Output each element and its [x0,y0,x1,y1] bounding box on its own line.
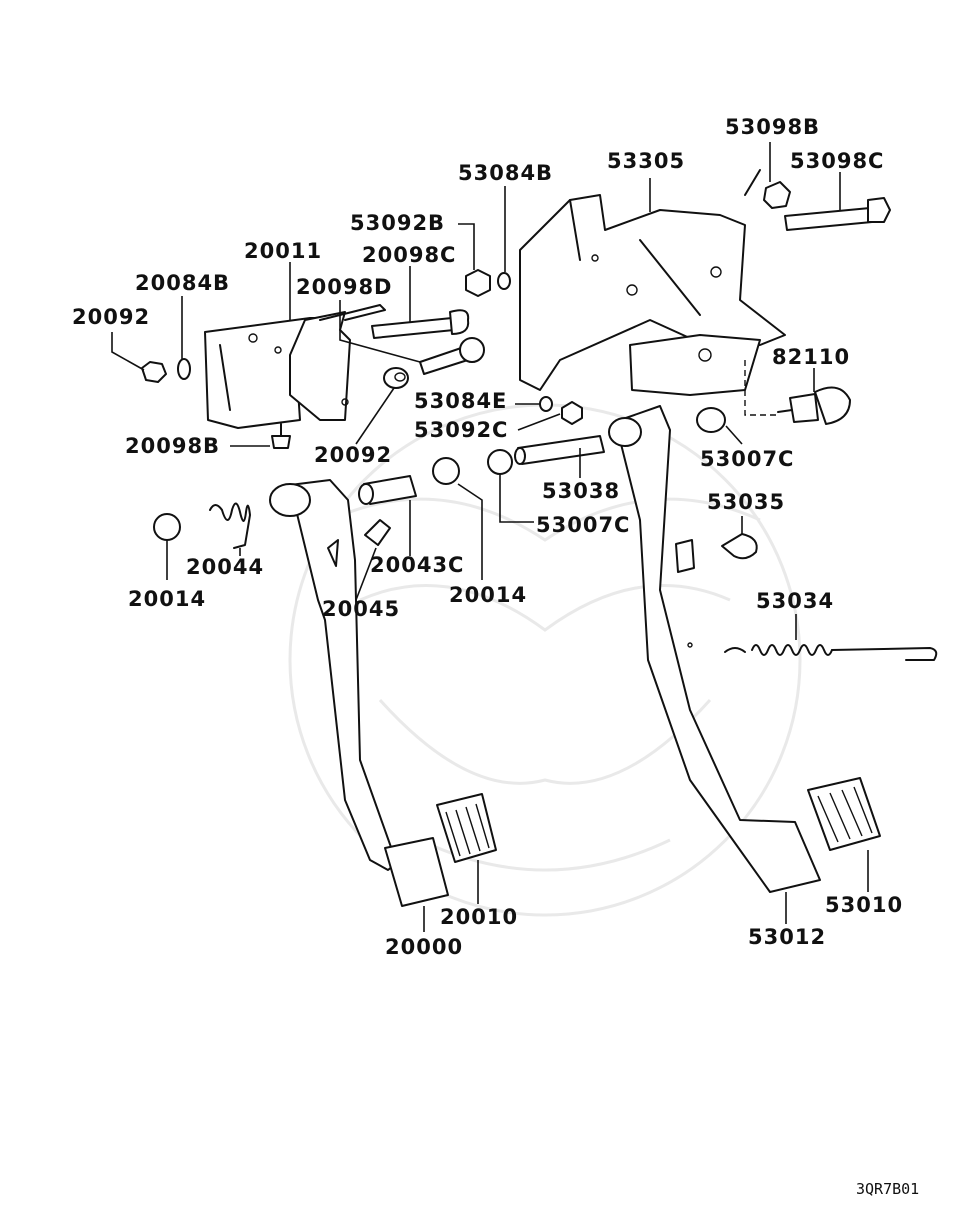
return-spring-53034 [724,644,938,661]
pin-20045 [364,519,391,546]
collar-20043C [358,475,417,505]
label-20098B: 20098B [125,434,220,458]
label-53038: 53038 [542,479,620,503]
label-20014-right: 20014 [449,583,527,607]
label-20043C: 20043C [370,553,464,577]
washer-20084B [177,358,191,380]
pedal-pad-20010 [436,793,497,863]
label-53012: 53012 [748,925,826,949]
bolt-20098B [271,423,291,449]
bushing-53007C-left [487,449,513,475]
bolt-53098C [784,197,891,231]
washer-53084B [497,272,511,290]
brake-pedal-53012 [608,405,821,893]
nut-53098B [744,169,791,209]
washer-53084E [539,396,553,412]
label-53034: 53034 [756,589,834,613]
label-20010: 20010 [440,905,518,929]
label-53305: 53305 [607,149,685,173]
label-53098C: 53098C [790,149,884,173]
label-20000: 20000 [385,935,463,959]
label-53084B: 53084B [458,161,553,185]
nut-20092-left [141,361,167,383]
label-20084B: 20084B [135,271,230,295]
label-53007C-right: 53007C [700,447,794,471]
label-53084E: 53084E [414,389,507,413]
diagram-code: 3QR7B01 [856,1180,919,1198]
label-20011: 20011 [244,239,322,263]
brake-bracket-53305 [519,194,786,396]
bushing-20092 [383,367,409,389]
shaft-53038 [514,435,605,465]
label-20092-left: 20092 [72,305,150,329]
bolt-20098D [419,337,485,375]
label-53098B: 53098B [725,115,820,139]
label-20092-center: 20092 [314,443,392,467]
stop-lamp-switch-82110 [744,360,851,425]
label-20098C: 20098C [362,243,456,267]
nut-53092B [465,269,491,297]
label-20045: 20045 [322,597,400,621]
bolt-20098C [371,309,470,339]
label-82110: 82110 [772,345,850,369]
clutch-pedal-20000 [269,479,449,907]
label-20098D: 20098D [296,275,393,299]
bushing-20014-left [153,513,181,541]
label-53007C-left: 53007C [536,513,630,537]
bushing-20014-right [432,457,460,485]
label-53092C: 53092C [414,418,508,442]
label-53035: 53035 [707,490,785,514]
pedal-pad-53010 [807,777,881,851]
nut-53092C [561,401,583,425]
spring-20044 [209,502,251,549]
label-20044: 20044 [186,555,264,579]
label-53010: 53010 [825,893,903,917]
clutch-bracket-20011 [204,304,386,429]
bushing-53007C-right [696,407,726,433]
label-53092B: 53092B [350,211,445,235]
leader-lines [111,142,869,932]
stopper-53035 [721,533,758,560]
label-20014-left: 20014 [128,587,206,611]
